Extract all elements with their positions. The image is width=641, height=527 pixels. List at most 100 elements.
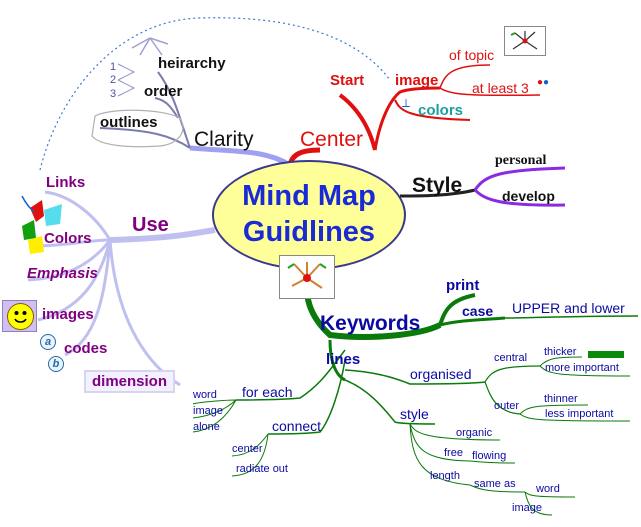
style-label: Style (412, 174, 463, 197)
connect-item-center: center (232, 443, 263, 455)
code-a-icon: a (40, 334, 56, 350)
use-label: Use (132, 214, 169, 236)
center-item-image: image (395, 72, 439, 89)
colors-splash-yellow (28, 236, 44, 254)
hierarchy-bracket (131, 37, 169, 56)
use-sub-links (44, 190, 112, 241)
free-item-flowing: flowing (472, 450, 507, 462)
lines-item-for-each: for each (242, 384, 293, 400)
link-dotted-curve (39, 17, 391, 171)
clarity-item-order: order (144, 83, 183, 100)
same-as-item-image: image (512, 502, 542, 514)
same-word (524, 491, 576, 498)
thicker-bar (588, 351, 624, 358)
keywords-item-lines: lines (326, 351, 361, 368)
center-label: Center (300, 128, 364, 151)
use-item-colors: Colors (44, 230, 92, 247)
colors-splash-cyan (44, 204, 62, 226)
keywords-label: Keywords (320, 312, 421, 335)
lines-sub-organised (344, 369, 486, 385)
keywords-sub-case (439, 316, 506, 327)
style-sub-develop (473, 188, 566, 207)
keywords-item-print: print (446, 277, 480, 294)
free-flowing (469, 460, 516, 464)
style-item-free: free (444, 447, 463, 459)
colors-splash-red (30, 200, 44, 222)
use-sub-emphasis (27, 239, 112, 282)
style-item-organic: organic (456, 427, 493, 439)
organised-outer (484, 381, 521, 415)
central-item-thicker: thicker (544, 346, 577, 358)
center-sub-colors (394, 99, 471, 121)
for-each-item-image: image (193, 405, 223, 417)
connect-items (231, 433, 269, 477)
clarity-number-1: 1 (110, 61, 117, 73)
outer-item-less-important: less important (545, 408, 614, 420)
outer-thinner (519, 404, 589, 415)
use-sub-codes (64, 239, 112, 357)
colors-splash-green (22, 220, 36, 240)
use-item-dimension: dimension (84, 370, 176, 393)
style-item-length: length (430, 470, 460, 482)
use-sub-dimension (108, 239, 181, 387)
center-sub-start (338, 93, 377, 151)
for-each-item-alone: alone (193, 421, 220, 433)
organised-item-central: central (494, 352, 528, 364)
lines-item-organised: organised (410, 366, 472, 382)
central-more (539, 365, 631, 377)
clarity-main-branch (189, 145, 292, 168)
clarity-number-2: 2 (110, 74, 117, 86)
style-organic (409, 423, 501, 441)
style-item-personal: personal (495, 153, 547, 168)
central-topic-ellipse (212, 160, 406, 270)
use-item-links: Links (46, 174, 86, 191)
keywords-item-case: case (462, 303, 494, 319)
code-b-icon: b (48, 356, 64, 372)
clarity-item-outlines: outlines (100, 114, 158, 131)
style-main-branch (399, 188, 476, 198)
foreach-items (192, 399, 237, 433)
clarity-label: Clarity (194, 128, 254, 151)
center-item-at-least: at least 3 (472, 80, 529, 96)
use-sub-images (37, 239, 112, 322)
use-item-codes: codes (64, 340, 108, 357)
length-same (469, 484, 526, 493)
center-sub-of-topic (439, 64, 491, 89)
style-length (409, 423, 471, 486)
style-item-develop: develop (502, 188, 555, 204)
central-item-more-important: more important (545, 362, 619, 374)
clarity-sub-order (154, 97, 179, 119)
central-image-icon (279, 255, 335, 299)
number-brackets (117, 63, 136, 97)
central-topic-title: Mind Map Guidlines (212, 178, 406, 250)
keywords-item-upper-lower: UPPER and lower (512, 300, 625, 316)
lines-item-connect: connect (272, 418, 322, 434)
colorful-dots-icon: ●● (537, 77, 550, 88)
colors-arrow (21, 195, 35, 213)
use-main-branch (109, 227, 216, 243)
style-sub-personal (473, 166, 566, 191)
lines-sub-connect (267, 359, 346, 435)
connect-item-radiate-out: radiate out (236, 463, 288, 475)
organised-central (484, 365, 541, 383)
same-image (524, 491, 553, 516)
organised-item-outer: outer (494, 400, 520, 412)
center-item-of-topic: of topic (449, 47, 495, 63)
use-item-emphasis: Emphasis (27, 265, 98, 282)
center-sub-at-least (439, 87, 541, 97)
lines-sub-for-each (235, 349, 346, 401)
same-as-item-word: word (536, 483, 560, 495)
clarity-outline-shape (91, 109, 184, 148)
central-title-line-1: Mind Map (242, 180, 376, 212)
keywords-sub-upper (504, 315, 639, 319)
lines-item-style: style (400, 406, 429, 422)
clarity-item-heirarchy: heirarchy (158, 55, 226, 72)
images-smiley-icon (2, 300, 37, 332)
clarity-sub-outlines (99, 127, 191, 149)
outer-less (519, 413, 631, 422)
clarity-number-3: 3 (110, 88, 117, 100)
central-thicker (539, 356, 583, 367)
for-each-item-word: word (193, 389, 217, 401)
central-title-line-2: Guidlines (242, 216, 376, 248)
